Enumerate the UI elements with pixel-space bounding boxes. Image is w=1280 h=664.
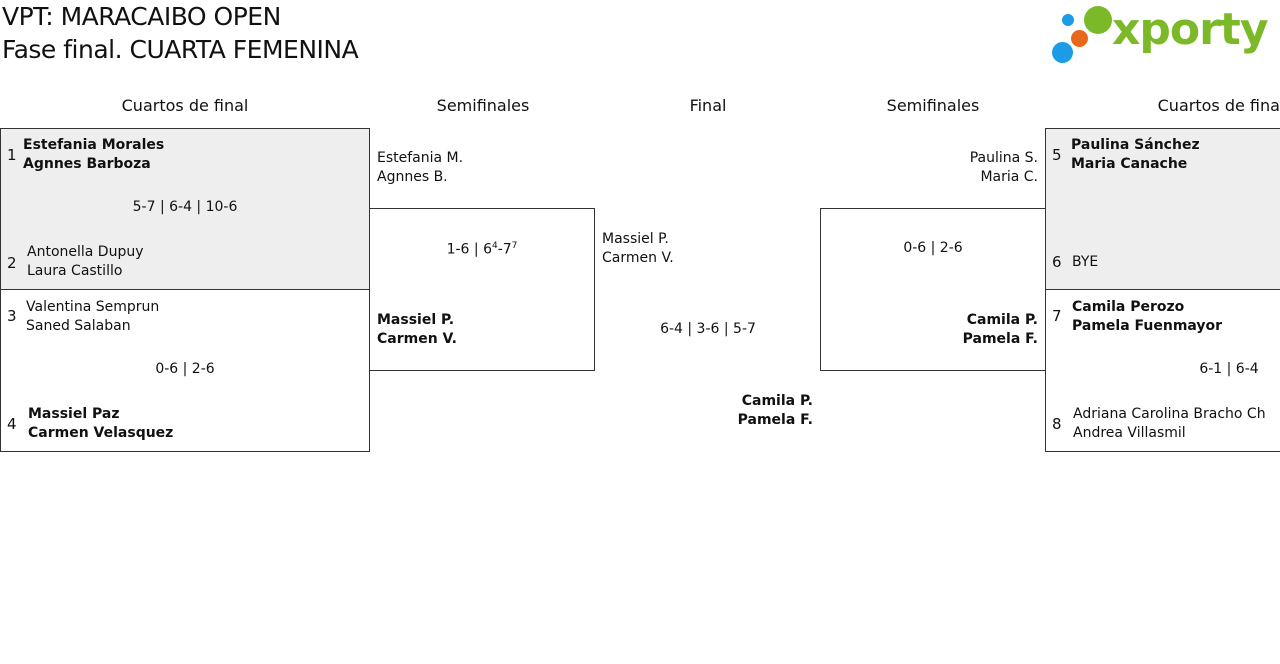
player-name: Agnnes Barboza — [23, 156, 151, 172]
player-name: Carmen Velasquez — [28, 425, 174, 441]
player-name: Camila P. — [966, 312, 1038, 328]
player-name: BYE — [1072, 254, 1099, 270]
page-title: VPT: MARACAIBO OPEN — [2, 2, 281, 31]
logo-dot-green — [1084, 6, 1112, 34]
seed-number: 7 — [1052, 307, 1062, 325]
seed-number: 1 — [7, 146, 17, 164]
round-heading-left-quarters: Cuartos de final — [121, 96, 249, 115]
player-name: Camila P. — [741, 393, 813, 409]
page-subtitle: Fase final. CUARTA FEMENINA — [2, 35, 359, 64]
match-left-qf1[interactable] — [0, 128, 370, 290]
match-score: 1-6 | 64-77 — [446, 241, 518, 258]
round-heading-final: Final — [689, 96, 727, 115]
player-name: Carmen V. — [602, 250, 674, 266]
match-score: 5-7 | 6-4 | 10-6 — [132, 199, 238, 215]
player-name: Laura Castillo — [27, 263, 123, 279]
seed-number: 4 — [7, 415, 17, 433]
seed-number: 2 — [7, 254, 17, 272]
round-heading-left-semis: Semifinales — [436, 96, 530, 115]
player-name: Massiel P. — [377, 312, 455, 328]
match-left-semi[interactable] — [369, 208, 595, 371]
match-score: 0-6 | 2-6 — [155, 361, 215, 377]
logo-wordmark: xporty — [1112, 4, 1269, 55]
player-name: Pamela F. — [737, 412, 813, 428]
player-name: Maria C. — [980, 169, 1038, 185]
logo-dot-orange — [1071, 30, 1088, 47]
xporty-logo[interactable]: xporty — [1050, 4, 1280, 68]
seed-number: 6 — [1052, 253, 1062, 271]
match-right-qf2[interactable] — [1045, 289, 1280, 452]
player-name: Antonella Dupuy — [27, 244, 144, 260]
seed-number: 8 — [1052, 415, 1062, 433]
player-name: Adriana Carolina Bracho Ch — [1073, 406, 1266, 422]
logo-dot-blue-large — [1052, 42, 1073, 63]
match-right-qf1[interactable] — [1045, 128, 1280, 290]
player-name: Saned Salaban — [26, 318, 131, 334]
player-name: Massiel P. — [602, 231, 669, 247]
match-score: 0-6 | 2-6 — [903, 240, 963, 256]
player-name: Andrea Villasmil — [1073, 425, 1186, 441]
player-name: Camila Perozo — [1072, 299, 1185, 315]
match-score: 6-4 | 3-6 | 5-7 — [660, 321, 756, 337]
player-name: Estefania Morales — [23, 137, 165, 153]
player-name: Valentina Semprun — [26, 299, 160, 315]
player-name: Pamela F. — [962, 331, 1038, 347]
seed-number: 3 — [7, 307, 17, 325]
logo-dot-blue-small — [1062, 14, 1074, 26]
player-name: Maria Canache — [1071, 156, 1188, 172]
seed-number: 5 — [1052, 146, 1062, 164]
player-name: Massiel Paz — [28, 406, 120, 422]
player-name: Paulina S. — [969, 150, 1038, 166]
round-heading-right-semis: Semifinales — [886, 96, 980, 115]
round-heading-right-quarters: Cuartos de final — [1157, 96, 1280, 115]
player-name: Carmen V. — [377, 331, 457, 347]
player-name: Pamela Fuenmayor — [1072, 318, 1223, 334]
player-name: Paulina Sánchez — [1071, 137, 1200, 153]
player-name: Agnnes B. — [377, 169, 448, 185]
player-name: Estefania M. — [377, 150, 464, 166]
match-score: 6-1 | 6-4 — [1199, 361, 1259, 377]
